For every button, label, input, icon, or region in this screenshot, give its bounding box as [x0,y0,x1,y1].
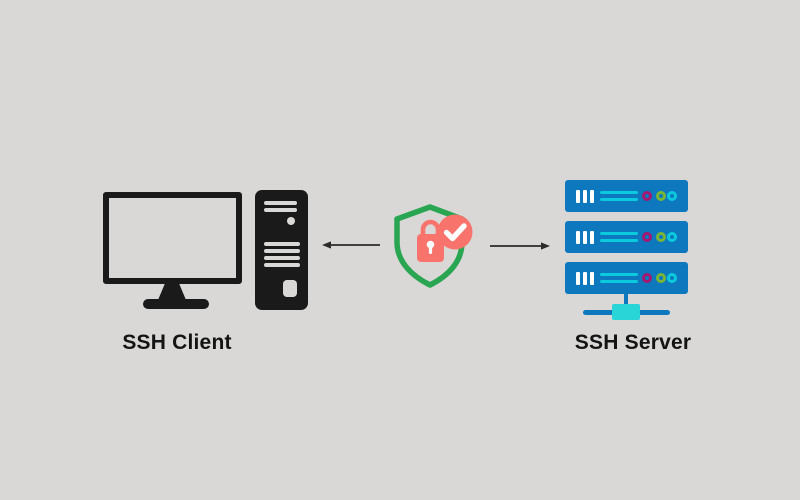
drive-bay-bar [576,231,580,244]
check-badge-icon [437,214,473,250]
server-slot-line [600,280,638,283]
status-light-icon [667,273,677,283]
server-unit [565,262,688,294]
monitor-stand-neck [158,284,186,300]
status-light-icon [656,232,666,242]
server-slot-line [600,191,638,194]
status-light-icon [656,273,666,283]
status-light-icon [667,232,677,242]
tower-vent-line [264,249,300,253]
status-light-icon [642,232,652,242]
monitor-icon [103,192,242,284]
status-light-icon [667,191,677,201]
status-light-icon [656,191,666,201]
lock-icon [417,219,444,262]
tower-vent-line [264,242,300,246]
server-slot-line [600,273,638,276]
server-slot-line [600,239,638,242]
network-stem-line [624,294,628,308]
ssh-server-label: SSH Server [574,331,692,354]
power-led-icon [287,217,295,225]
arrow-left-icon [322,241,380,249]
server-unit [565,221,688,253]
drive-bay-bar [590,190,594,203]
server-slot-line [600,232,638,235]
status-light-icon [642,191,652,201]
drive-bay-bar [590,231,594,244]
shield-lock-check-icon [394,204,473,288]
monitor-stand-base [143,299,209,309]
drive-bay-bar [576,272,580,285]
tower-vent-line [264,256,300,260]
computer-tower-icon [255,190,308,310]
arrow-right-icon [490,242,550,250]
drive-bay-bar [583,231,587,244]
server-unit [565,180,688,212]
drive-bay-bar [576,190,580,203]
power-button-icon [283,280,297,297]
drive-bay-bar [583,190,587,203]
network-switch-node [612,304,640,320]
server-slot-line [600,198,638,201]
drive-bay-bar [590,272,594,285]
status-light-icon [642,273,652,283]
drive-bay-bar [583,272,587,285]
ssh-client-label: SSH Client [122,331,232,354]
tower-vent-line [264,263,300,267]
tower-vent-line [264,208,297,212]
tower-vent-line [264,201,297,205]
